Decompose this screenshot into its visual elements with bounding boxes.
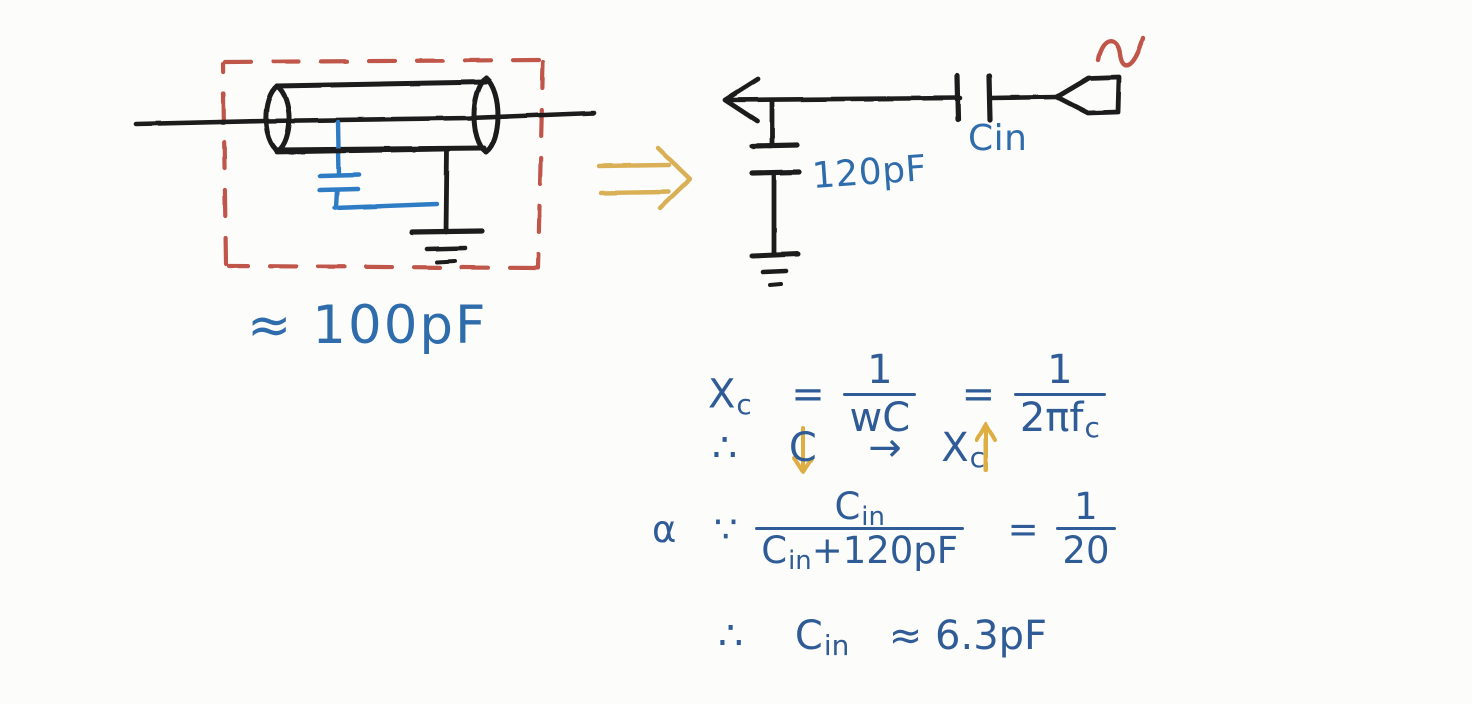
c-decrease-arrow-icon bbox=[792, 426, 814, 474]
eq1-frac2-den-main: 2πf bbox=[1019, 394, 1084, 441]
eq3-equals: = bbox=[1007, 507, 1039, 551]
left-circuit-capacitance-label: ≈ 100pF bbox=[247, 295, 488, 356]
capacitor-icon bbox=[317, 119, 440, 211]
fraction-bar bbox=[843, 392, 917, 396]
eq1-frac1-numerator: 1 bbox=[867, 347, 893, 393]
series-capacitor-icon bbox=[954, 73, 1061, 123]
eq3-alpha: α bbox=[652, 507, 677, 551]
ground-icon bbox=[274, 146, 485, 264]
eq3-rhs-denominator: 20 bbox=[1062, 529, 1110, 573]
xc-increase-arrow-icon bbox=[975, 422, 997, 472]
shunt-capacitor-icon bbox=[749, 142, 802, 176]
signal-source-icon bbox=[1054, 74, 1122, 116]
ac-wave-icon bbox=[1095, 35, 1146, 68]
eq1-frac2-den-sub: c bbox=[1084, 410, 1100, 444]
eq3-num-main: C bbox=[834, 485, 861, 528]
equation-divider-ratio: α ∵ Cin Cin+120pF = 1 20 bbox=[652, 485, 1122, 575]
eq2-therefore: ∴ bbox=[712, 425, 738, 471]
fraction-bar bbox=[1013, 392, 1106, 396]
eq3-numerator: Cin bbox=[828, 485, 890, 530]
eq2-reactance: X bbox=[941, 425, 969, 471]
coax-cable-icon bbox=[133, 75, 597, 155]
eq3-because: ∵ bbox=[713, 507, 738, 551]
eq2-capacitance: C bbox=[788, 425, 817, 471]
eq4-therefore: ∴ bbox=[718, 613, 744, 659]
eq3-rhs-numerator: 1 bbox=[1074, 485, 1098, 528]
equivalent-circuit-wires bbox=[722, 76, 963, 146]
equation-inverse-relation: ∴ C → Xc bbox=[712, 425, 986, 475]
eq1-frac1-denominator: wC bbox=[849, 394, 911, 441]
equivalent-ground-icon bbox=[749, 170, 801, 287]
eq3-denominator: Cin+120pF bbox=[755, 529, 964, 575]
eq1-frac2-numerator: 1 bbox=[1047, 347, 1073, 393]
equation-result: ∴ Cin ≈ 6.3pF bbox=[718, 613, 1048, 663]
eq3-rhs-fraction: 1 20 bbox=[1056, 485, 1116, 573]
eq1-frac2-denominator: 2πfc bbox=[1014, 394, 1106, 442]
eq3-num-sub: in bbox=[861, 501, 885, 532]
eq2-reactance-sub: c bbox=[969, 441, 986, 475]
eq4-approx: ≈ bbox=[888, 613, 923, 659]
dashed-enclosure-box bbox=[220, 57, 546, 271]
fraction-bar bbox=[1056, 527, 1116, 531]
eq4-value: 6.3pF bbox=[935, 613, 1048, 659]
eq3-fraction: Cin Cin+120pF bbox=[755, 485, 965, 575]
eq3-den-main: C bbox=[761, 529, 788, 573]
eq1-lhs-sub: c bbox=[736, 387, 752, 421]
eq4-cin: C bbox=[794, 613, 823, 659]
eq1-equals-1: = bbox=[791, 371, 825, 418]
transform-arrow-icon bbox=[596, 145, 693, 211]
shunt-capacitor-label: 120pF bbox=[810, 148, 929, 197]
equation-reactance: Xc = 1 wC = 1 2πfc bbox=[708, 347, 1112, 442]
eq4-cin-sub: in bbox=[823, 629, 850, 663]
eq2-implies: → bbox=[868, 425, 902, 471]
series-capacitor-label: Cin bbox=[968, 118, 1028, 159]
eq3-den-sub: in bbox=[788, 546, 812, 577]
eq1-fraction-2: 1 2πfc bbox=[1013, 347, 1106, 442]
eq3-den-rest: +120pF bbox=[811, 529, 959, 573]
eq1-fraction-1: 1 wC bbox=[843, 347, 917, 441]
fraction-bar bbox=[755, 527, 965, 531]
eq1-lhs: X bbox=[708, 371, 736, 418]
eq1-equals-2: = bbox=[961, 371, 996, 418]
